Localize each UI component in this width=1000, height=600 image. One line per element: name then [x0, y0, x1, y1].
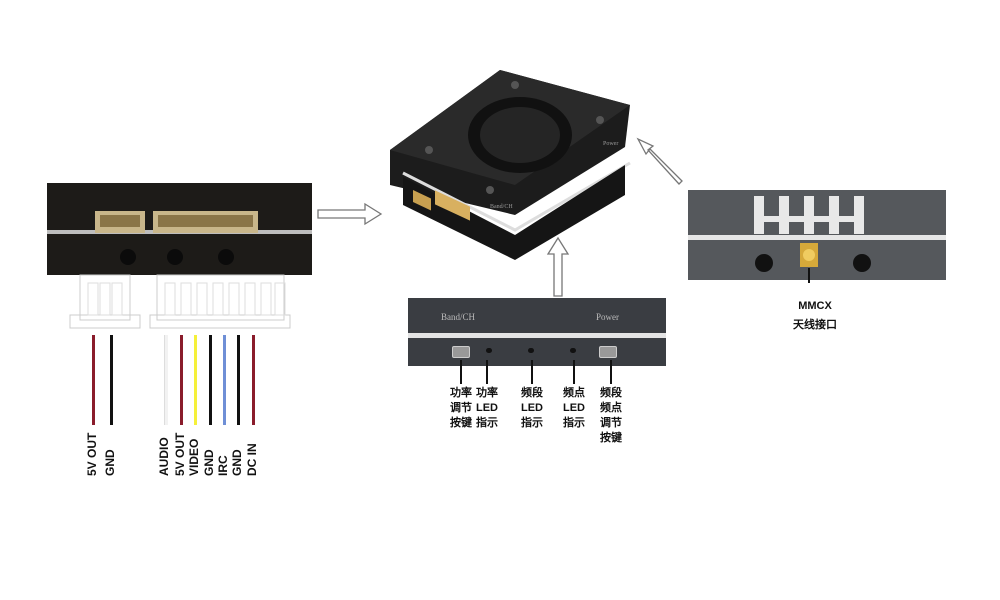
left-device-rear-view	[47, 183, 312, 329]
arrow-up-icon	[546, 236, 570, 297]
callout-line-text: 调节	[450, 402, 472, 414]
wire	[209, 335, 212, 425]
connector-pin	[274, 282, 286, 316]
connector-pin	[212, 282, 224, 316]
callout-line	[486, 360, 488, 384]
connector-pin	[111, 282, 123, 316]
wire	[237, 335, 240, 425]
callout-label: 频点 LED 指示	[559, 386, 589, 431]
callout-line	[610, 360, 612, 384]
connector-pin	[180, 282, 192, 316]
wire-label: VIDEO	[187, 438, 201, 476]
wire	[252, 335, 255, 425]
callout-line-text: 频段	[600, 387, 622, 399]
power-label: Power	[596, 312, 619, 322]
mmcx-label: MMCX	[798, 300, 832, 312]
band-led	[528, 348, 534, 353]
callout-line-text: 调节	[600, 417, 622, 429]
device-front-label: Band/CH	[490, 204, 513, 210]
right-device-antenna-view	[688, 190, 946, 283]
connector-pin	[99, 282, 111, 316]
arrow-right-icon	[317, 202, 383, 226]
callout-line-text: 功率	[450, 387, 472, 399]
connector-pin	[228, 282, 240, 316]
callout-label: 频段 LED 指示	[517, 386, 547, 431]
connector-pin	[164, 282, 176, 316]
wire	[194, 335, 197, 425]
band-ch-label: Band/CH	[441, 312, 476, 322]
arrow-diagonal-icon	[636, 137, 683, 185]
device-side-label: Power	[603, 141, 618, 147]
connector-pin	[196, 282, 208, 316]
wire-label: GND	[202, 449, 216, 476]
connector-pin	[260, 282, 272, 316]
wire-label: GND	[230, 449, 244, 476]
callout-line-text: 频点	[600, 402, 622, 414]
callout-line-text: 按键	[450, 417, 472, 429]
wire-label: AUDIO	[157, 437, 171, 476]
callout-line	[573, 360, 575, 384]
callout-line-text: 指示	[521, 417, 543, 429]
band-channel-adjust-button[interactable]	[599, 346, 617, 358]
connector-pin	[87, 282, 99, 316]
wire	[223, 335, 226, 425]
wire-label: 5V OUT	[85, 432, 99, 476]
wire-label: IRC	[216, 455, 230, 476]
callout-label: 频段频点调节按键	[596, 386, 626, 446]
wire-label: 5V OUT	[173, 432, 187, 476]
wire	[164, 335, 168, 425]
power-led	[486, 348, 492, 353]
callout-line-text: 频段	[521, 387, 543, 399]
antenna-port-label: 天线接口	[793, 319, 837, 331]
channel-led	[570, 348, 576, 353]
wire	[180, 335, 183, 425]
wire-label: GND	[103, 449, 117, 476]
wire	[110, 335, 113, 425]
front-panel: Band/CH Power	[408, 298, 666, 366]
callout-line-text: LED	[476, 402, 498, 414]
callout-line-text: LED	[521, 402, 543, 414]
callout-line-text: 按键	[600, 432, 622, 444]
power-adjust-button[interactable]	[452, 346, 470, 358]
callout-line	[460, 360, 462, 384]
center-device-isometric: Band/CH Power	[390, 70, 631, 260]
callout-line-text: 功率	[476, 387, 498, 399]
callout-label: 功率 LED 指示	[472, 386, 502, 431]
callout-line-text: 指示	[476, 417, 498, 429]
wire-label: DC IN	[245, 443, 259, 476]
callout-line-text: 频点	[563, 387, 585, 399]
callout-line-text: LED	[563, 402, 585, 414]
connector-pin	[244, 282, 256, 316]
callout-line-text: 指示	[563, 417, 585, 429]
callout-line	[531, 360, 533, 384]
wire	[92, 335, 95, 425]
callout-label: 功率调节按键	[446, 386, 476, 431]
